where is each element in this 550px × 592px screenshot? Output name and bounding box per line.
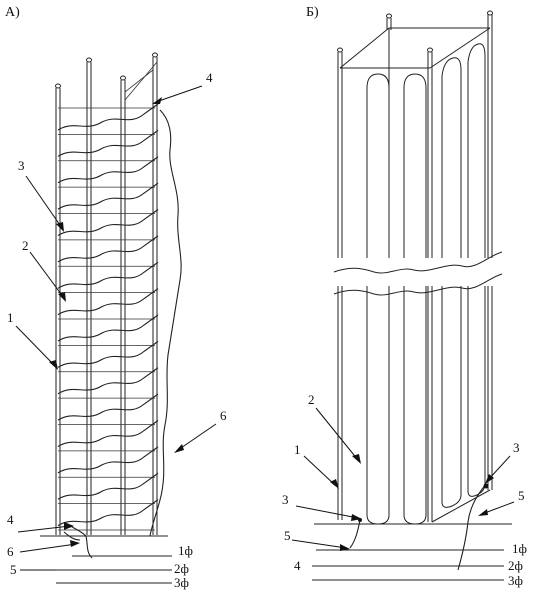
panel-b-callout-1: 1 xyxy=(294,442,301,457)
panel-a-spiral-wires xyxy=(57,103,159,527)
panel-b-callout-5-left: 5 xyxy=(284,528,291,543)
panel-a-callout-1: 1 xyxy=(7,310,14,325)
spiral-wire xyxy=(57,472,159,500)
panel-b: Б) xyxy=(282,5,527,588)
panel-b-callout-3-left: 3 xyxy=(282,492,289,507)
panel-b-break-lines xyxy=(333,251,504,296)
panel-a-callout-6-right: 6 xyxy=(220,408,227,423)
panel-a-callout-4-bottom: 4 xyxy=(7,512,14,527)
panel-b-phase-1: 1ф xyxy=(512,541,527,556)
panel-b-cable xyxy=(457,483,487,571)
spiral-wire xyxy=(57,393,159,421)
panel-b-title: Б) xyxy=(306,5,319,20)
panel-a-title: А) xyxy=(5,5,20,20)
spiral-wire xyxy=(57,182,159,210)
spiral-wire xyxy=(57,129,159,157)
panel-b-callout-2: 2 xyxy=(308,392,315,407)
panel-a-stirrups xyxy=(58,107,155,531)
panel-a-phase-1: 1ф xyxy=(178,543,193,558)
spiral-wire xyxy=(57,156,159,184)
spiral-wire xyxy=(57,103,159,131)
panel-a-callout-6-bottom: 6 xyxy=(7,544,14,559)
spiral-wire xyxy=(57,209,159,236)
panel-b-callout-4: 4 xyxy=(294,558,301,573)
panel-a-callout-arrows xyxy=(15,85,217,571)
panel-b-callout-5-right: 5 xyxy=(518,488,525,503)
panel-a-rods xyxy=(55,52,158,535)
spiral-wire xyxy=(57,340,159,368)
panel-a: А) xyxy=(5,5,227,590)
spiral-wire xyxy=(57,288,159,316)
panel-b-phase-3: 3ф xyxy=(508,573,523,588)
panel-a-callout-3: 3 xyxy=(18,158,25,173)
spiral-wire xyxy=(57,420,159,447)
spiral-wire xyxy=(57,314,159,342)
panel-a-callout-5: 5 xyxy=(10,562,17,577)
panel-a-cable xyxy=(149,109,182,537)
spiral-wire xyxy=(57,499,159,527)
panel-a-callout-4-top: 4 xyxy=(206,70,213,85)
panel-b-callout-3-right: 3 xyxy=(513,440,520,455)
spiral-wire xyxy=(57,446,159,474)
spiral-wire xyxy=(57,261,159,289)
spiral-wire xyxy=(57,235,159,263)
panel-b-callout-arrows xyxy=(291,407,515,551)
panel-a-phase-2: 2ф xyxy=(174,561,189,576)
panel-a-callout-2: 2 xyxy=(22,238,29,253)
panel-a-phase-3: 3ф xyxy=(174,575,189,590)
spiral-wire xyxy=(57,367,159,395)
panel-b-phase-2: 2ф xyxy=(508,558,523,573)
